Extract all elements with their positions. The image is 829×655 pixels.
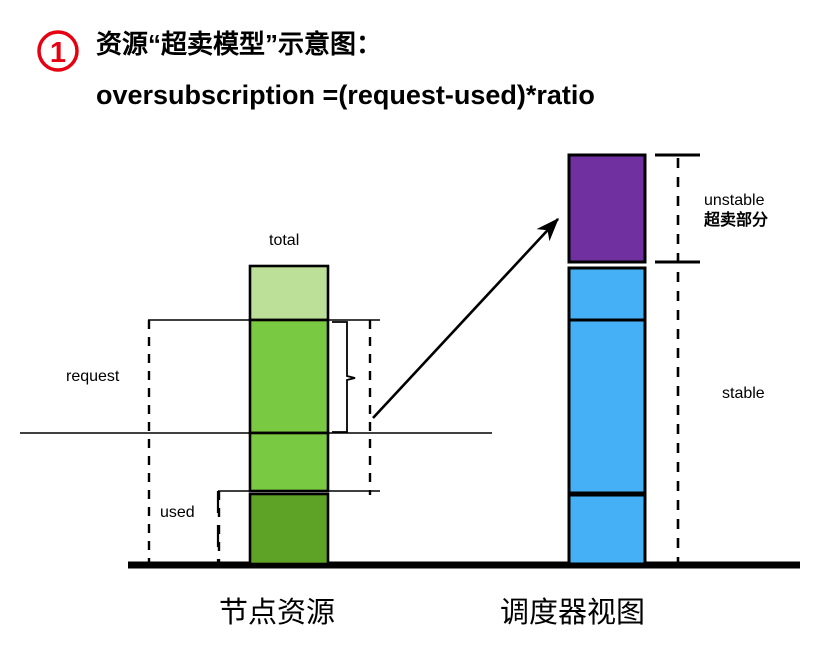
page-title: 资源“超卖模型”示意图： <box>96 29 383 59</box>
segment-stable-middle <box>567 318 647 495</box>
segment-used-gap-band <box>248 431 330 493</box>
caption-scheduler-view: 调度器视图 <box>500 597 646 629</box>
segment-stable-bottom <box>567 493 647 566</box>
label-used: used <box>160 504 195 521</box>
step-number-badge: 1 <box>33 26 83 76</box>
svg-text:1: 1 <box>50 37 66 69</box>
caption-node-resources: 节点资源 <box>219 597 336 629</box>
segment-total-headroom <box>248 264 330 322</box>
segment-stable-top <box>567 266 647 322</box>
segment-oversubscribed-unstable <box>567 153 647 264</box>
label-unstable: unstable <box>704 192 765 209</box>
label-stable: stable <box>722 385 765 402</box>
oversubscription-bracket <box>332 321 356 433</box>
segment-used-band <box>248 492 330 566</box>
label-request: request <box>66 368 120 385</box>
oversubscription-mapping-arrow <box>372 218 559 419</box>
label-oversell-cn: 超卖部分 <box>704 212 769 229</box>
label-total: total <box>269 232 300 249</box>
formula-text: oversubscription =(request-used)*ratio <box>96 80 595 110</box>
segment-request-band <box>248 318 330 435</box>
circled-one-icon: 1 <box>37 30 79 72</box>
